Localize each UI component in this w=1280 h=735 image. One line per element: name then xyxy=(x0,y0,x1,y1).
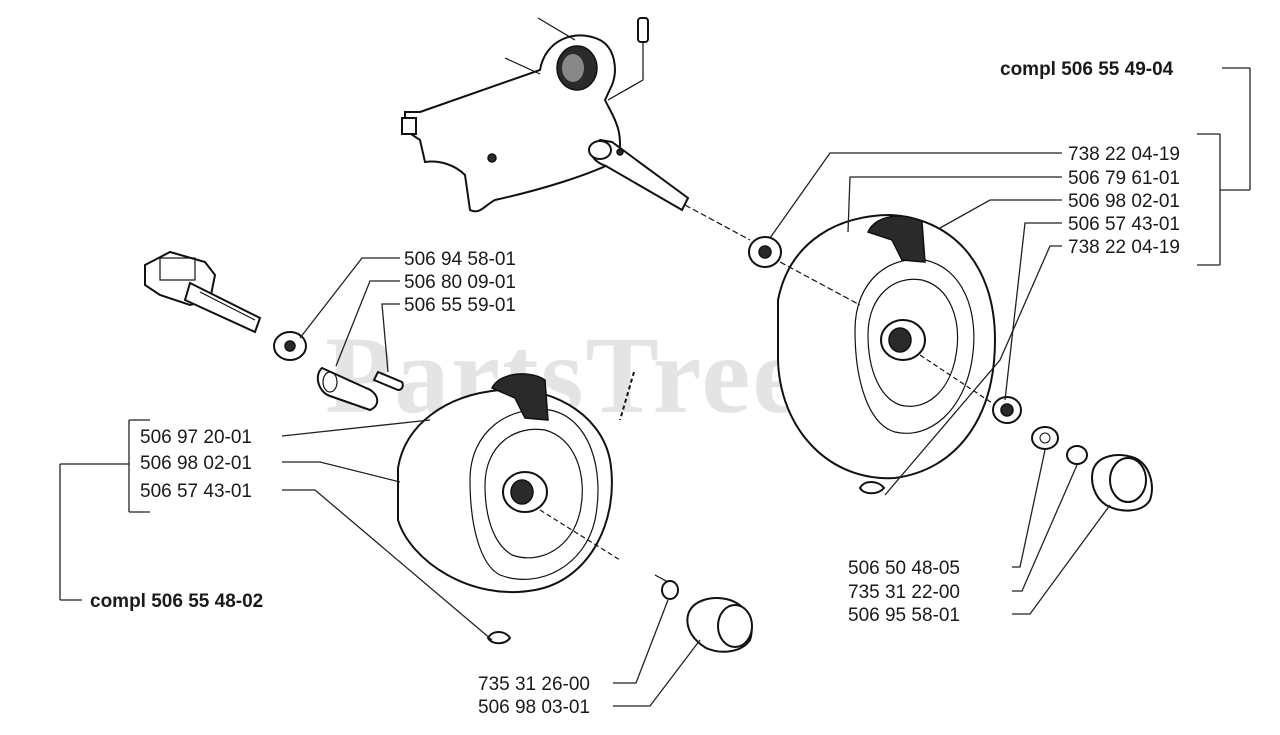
part-label: 506 55 59-01 xyxy=(404,295,516,316)
part-label: 506 98 03-01 xyxy=(478,697,590,718)
pivot-shaft-drawing xyxy=(144,250,404,412)
part-label: 738 22 04-19 xyxy=(1068,144,1180,165)
right-wheel-drawing xyxy=(748,213,1153,512)
assembly-label-left: compl 506 55 48-02 xyxy=(90,591,263,612)
part-label: 735 31 26-00 xyxy=(478,674,590,695)
part-label: 506 98 02-01 xyxy=(1068,191,1180,212)
part-label: 735 31 22-00 xyxy=(848,582,960,603)
part-label: 506 50 48-05 xyxy=(848,558,960,579)
part-label: 506 94 58-01 xyxy=(404,249,516,270)
axle-bracket-drawing xyxy=(401,17,751,241)
part-labels: compl 506 55 49-04 738 22 04-19 506 79 6… xyxy=(90,59,1180,718)
part-label: 506 57 43-01 xyxy=(1068,214,1180,235)
part-label: 506 79 61-01 xyxy=(1068,168,1180,189)
part-label: 738 22 04-19 xyxy=(1068,237,1180,258)
left-wheel-drawing xyxy=(397,371,635,645)
part-label: 506 98 02-01 xyxy=(140,453,252,474)
left-hub-parts-drawing xyxy=(654,574,753,653)
part-label: 506 97 20-01 xyxy=(140,427,252,448)
part-label: 506 80 09-01 xyxy=(404,272,516,293)
part-label: 506 57 43-01 xyxy=(140,481,252,502)
leader-lines xyxy=(59,67,1251,707)
part-label: 506 95 58-01 xyxy=(848,605,960,626)
assembly-label-right: compl 506 55 49-04 xyxy=(1000,59,1174,80)
